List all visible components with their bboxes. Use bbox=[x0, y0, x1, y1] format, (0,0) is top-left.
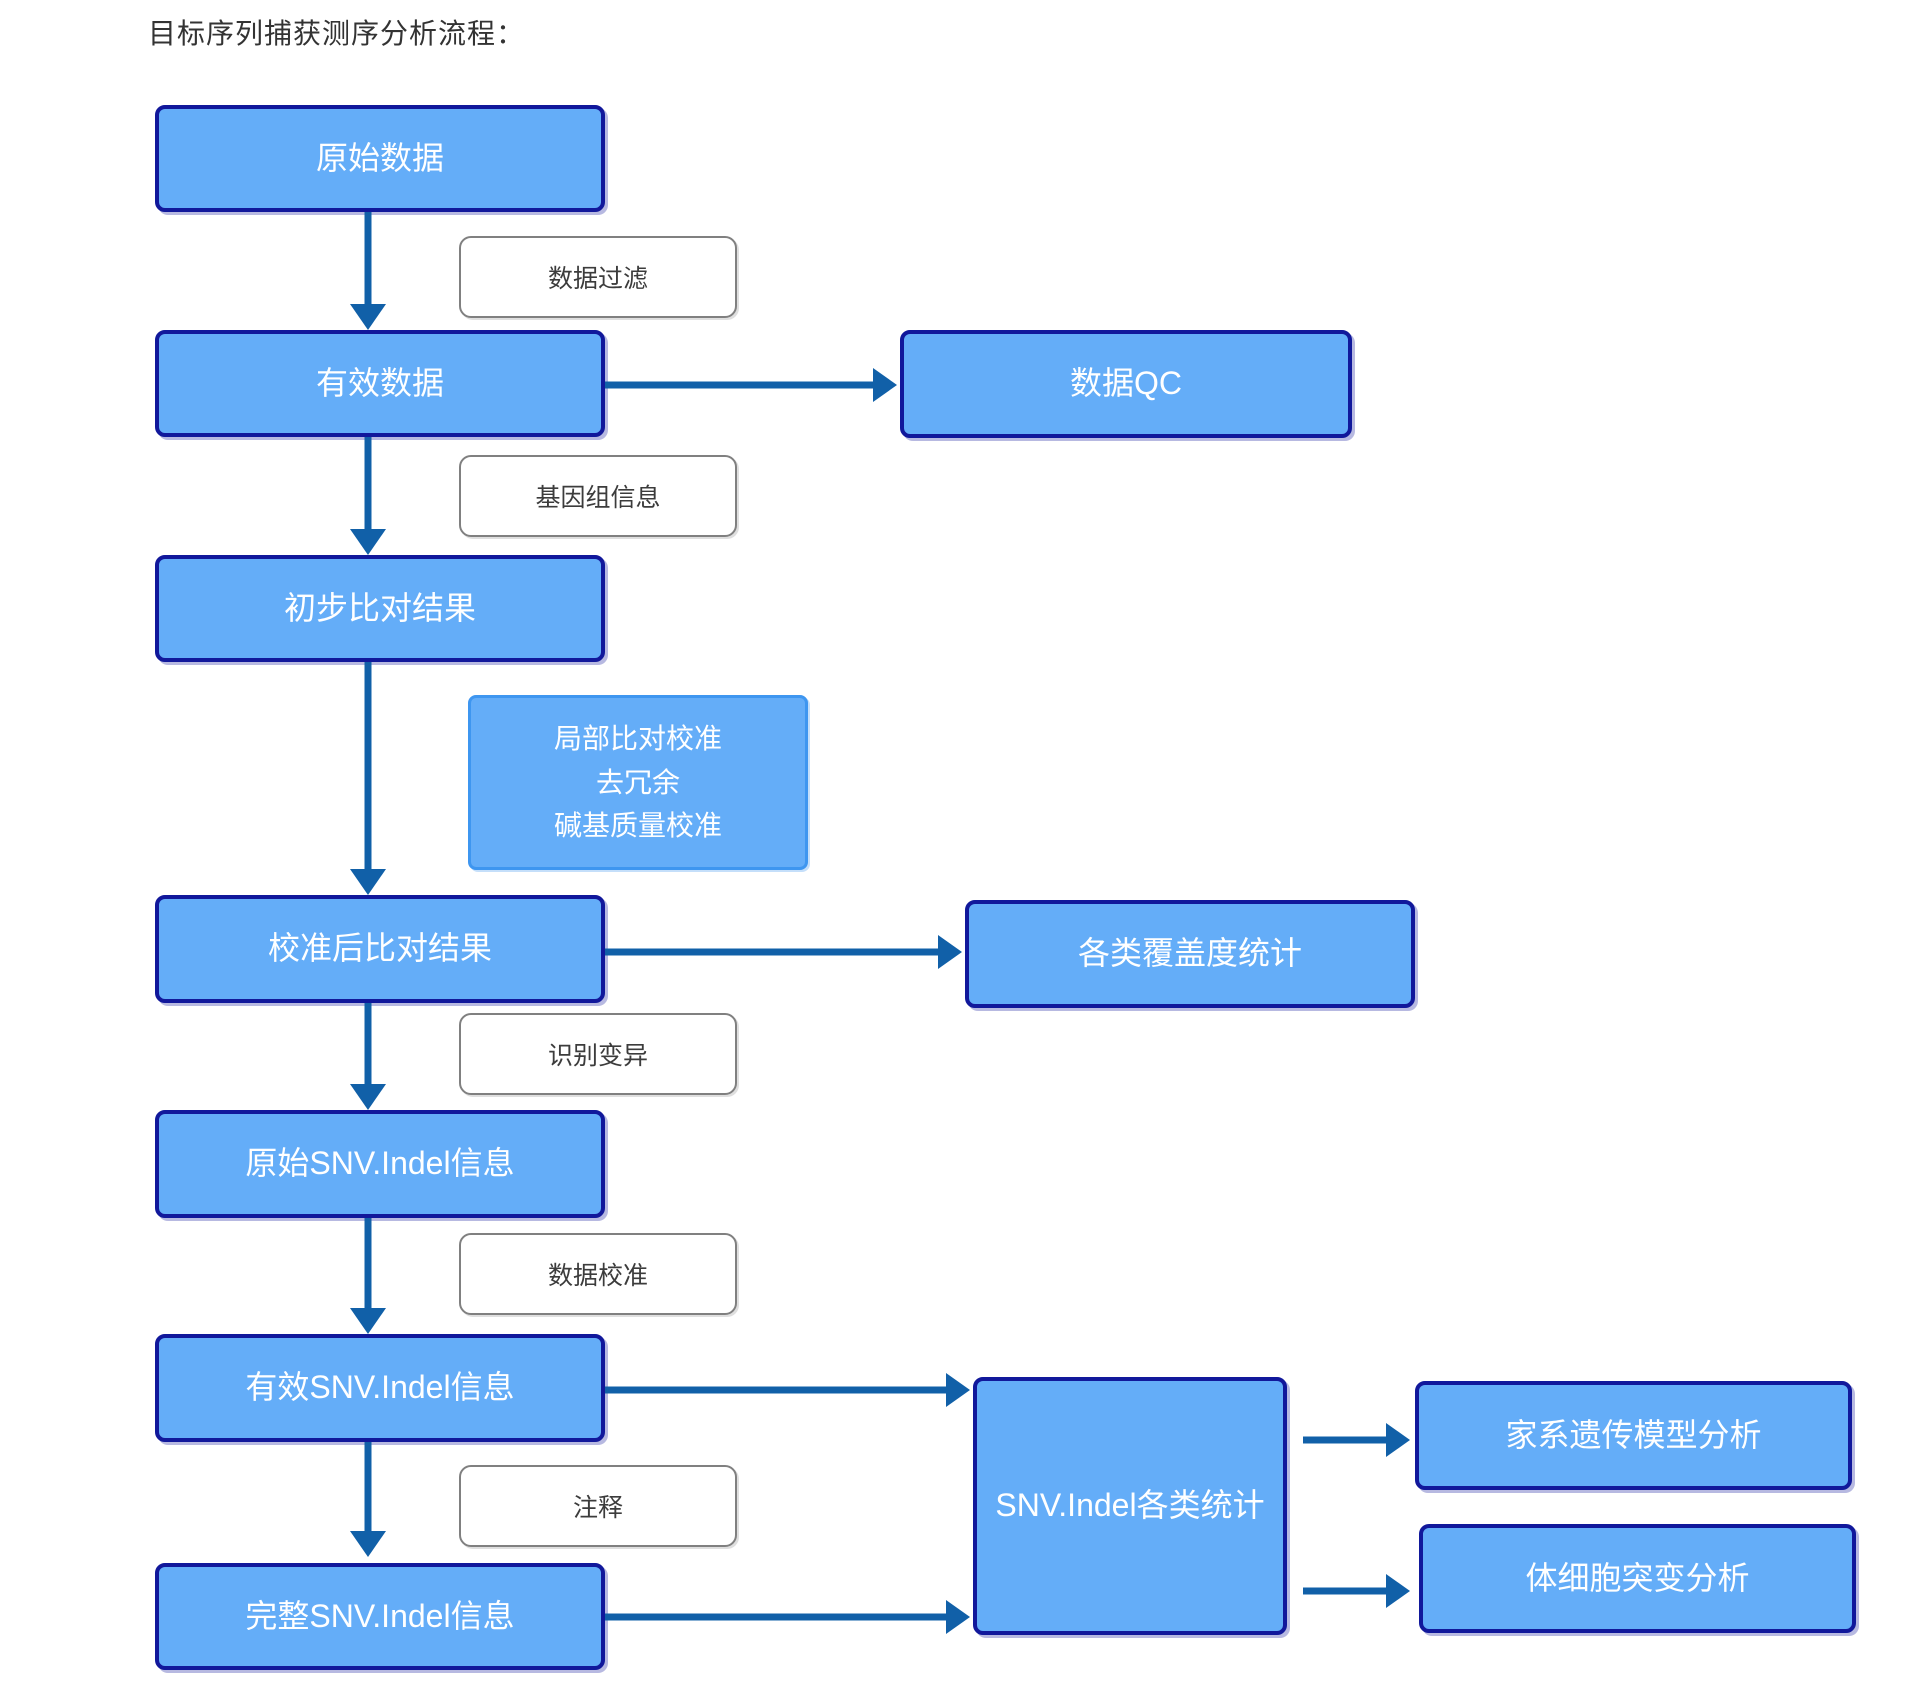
arrow-snv-stats-to-somatic bbox=[1303, 1574, 1410, 1608]
node-pedigree-genetic-model-analysis: 家系遗传模型分析 bbox=[1415, 1381, 1852, 1490]
arrow-initial-to-calibrated-alignment bbox=[350, 662, 386, 895]
node-valid-snv-indel-info: 有效SNV.Indel信息 bbox=[155, 1334, 605, 1442]
arrow-snv-stats-to-pedigree bbox=[1303, 1423, 1410, 1457]
arrow-raw-snv-to-valid-snv bbox=[350, 1218, 386, 1334]
node-raw-snv-indel-info: 原始SNV.Indel信息 bbox=[155, 1110, 605, 1218]
label-data-filter: 数据过滤 bbox=[459, 236, 737, 318]
node-initial-alignment-result: 初步比对结果 bbox=[155, 555, 605, 662]
label-variant-calling: 识别变异 bbox=[459, 1013, 737, 1095]
node-snv-indel-statistics: SNV.Indel各类统计 bbox=[973, 1377, 1287, 1635]
node-complete-snv-indel-info: 完整SNV.Indel信息 bbox=[155, 1563, 605, 1670]
arrow-raw-to-valid-data bbox=[350, 212, 386, 330]
node-coverage-statistics: 各类覆盖度统计 bbox=[965, 900, 1415, 1008]
node-raw-data: 原始数据 bbox=[155, 105, 605, 212]
arrow-valid-data-to-initial-alignment bbox=[350, 437, 386, 555]
arrow-complete-snv-to-snv-stats bbox=[605, 1600, 970, 1634]
arrow-calibrated-to-coverage-stats bbox=[605, 935, 962, 969]
arrow-valid-snv-to-complete-snv bbox=[350, 1442, 386, 1557]
page-title: 目标序列捕获测序分析流程： bbox=[148, 18, 526, 49]
arrow-calibrated-to-raw-snv bbox=[350, 1003, 386, 1110]
arrow-valid-data-to-data-qc bbox=[605, 368, 897, 402]
arrow-valid-snv-to-snv-stats bbox=[605, 1373, 970, 1407]
node-calibrated-alignment-result: 校准后比对结果 bbox=[155, 895, 605, 1003]
node-data-qc: 数据QC bbox=[900, 330, 1352, 438]
label-genome-info: 基因组信息 bbox=[459, 455, 737, 537]
label-local-alignment-calibration: 局部比对校准 去冗余 碱基质量校准 bbox=[468, 695, 808, 870]
label-annotation: 注释 bbox=[459, 1465, 737, 1547]
label-data-calibration: 数据校准 bbox=[459, 1233, 737, 1315]
node-somatic-mutation-analysis: 体细胞突变分析 bbox=[1419, 1524, 1856, 1633]
node-valid-data: 有效数据 bbox=[155, 330, 605, 437]
